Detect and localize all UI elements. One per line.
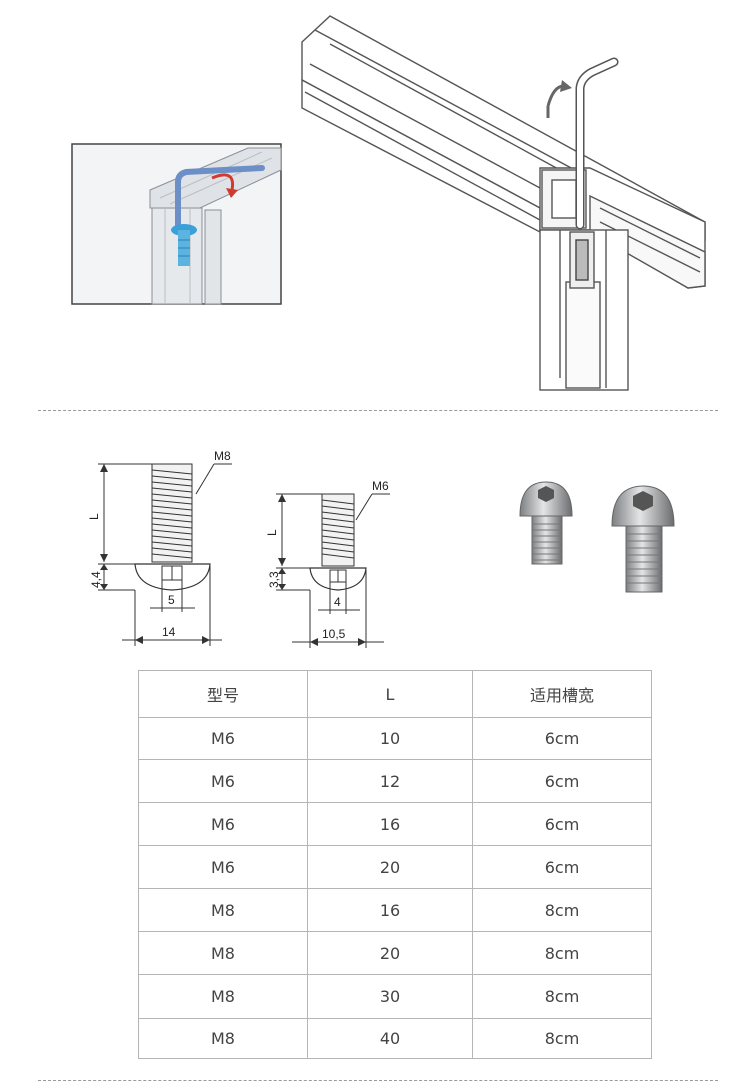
cell-length: 40 (307, 1018, 473, 1059)
cell-length: 16 (307, 888, 473, 932)
table-row: M8 16 8cm (138, 888, 652, 932)
section-divider-bottom (38, 1080, 718, 1081)
cell-model: M6 (138, 717, 308, 760)
bolt-photos (519, 481, 675, 593)
cell-model: M8 (138, 1018, 308, 1059)
m8-head-height-label: 4,4 (89, 571, 103, 588)
bolt-m6-drawing: M6 L 3,3 4 10,5 (265, 479, 390, 648)
table-row: M6 12 6cm (138, 759, 652, 803)
cell-length: 12 (307, 759, 473, 803)
table-row: M8 40 8cm (138, 1018, 652, 1059)
table-row: M6 10 6cm (138, 717, 652, 760)
header-model: 型号 (138, 670, 308, 718)
cell-model: M6 (138, 845, 308, 889)
cell-slot-width: 8cm (472, 1018, 652, 1059)
cell-model: M8 (138, 888, 308, 932)
table-row: M8 20 8cm (138, 931, 652, 975)
spec-table: 型号 L 适用槽宽 M6 10 6cm M6 12 6cm M6 16 6cm … (138, 670, 652, 1059)
header-length: L (307, 670, 473, 718)
cell-length: 20 (307, 845, 473, 889)
m6-socket-width-label: 4 (334, 595, 341, 609)
table-header-row: 型号 L 适用槽宽 (138, 670, 652, 718)
cell-model: M8 (138, 931, 308, 975)
m8-head-width-label: 14 (162, 625, 176, 639)
cell-length: 30 (307, 974, 473, 1019)
dimension-drawings: M8 L 4,4 5 14 (87, 449, 675, 648)
m6-thread-label: M6 (372, 479, 389, 493)
m8-thread-label: M8 (214, 449, 231, 463)
cell-slot-width: 6cm (472, 802, 652, 846)
cell-slot-width: 6cm (472, 759, 652, 803)
cell-length: 10 (307, 717, 473, 760)
table-row: M6 16 6cm (138, 802, 652, 846)
cell-slot-width: 6cm (472, 845, 652, 889)
cell-slot-width: 6cm (472, 717, 652, 760)
table-row: M6 20 6cm (138, 845, 652, 889)
cell-slot-width: 8cm (472, 931, 652, 975)
m8-length-label: L (87, 513, 101, 520)
assembly-illustration (71, 15, 706, 391)
m6-length-label: L (265, 529, 279, 536)
cell-length: 16 (307, 802, 473, 846)
header-slot-width: 适用槽宽 (472, 670, 652, 718)
profile-assembly-drawing (301, 15, 706, 391)
m6-head-height-label: 3,3 (267, 571, 281, 588)
cell-length: 20 (307, 931, 473, 975)
m6-head-width-label: 10,5 (322, 627, 346, 641)
inset-detail-image (71, 143, 282, 305)
table-row: M8 30 8cm (138, 974, 652, 1019)
section-divider-top (38, 410, 718, 411)
cell-slot-width: 8cm (472, 888, 652, 932)
m8-socket-width-label: 5 (168, 593, 175, 607)
cell-model: M6 (138, 802, 308, 846)
cell-model: M6 (138, 759, 308, 803)
cell-slot-width: 8cm (472, 974, 652, 1019)
bolt-m8-drawing: M8 L 4,4 5 14 (87, 449, 232, 646)
cell-model: M8 (138, 974, 308, 1019)
